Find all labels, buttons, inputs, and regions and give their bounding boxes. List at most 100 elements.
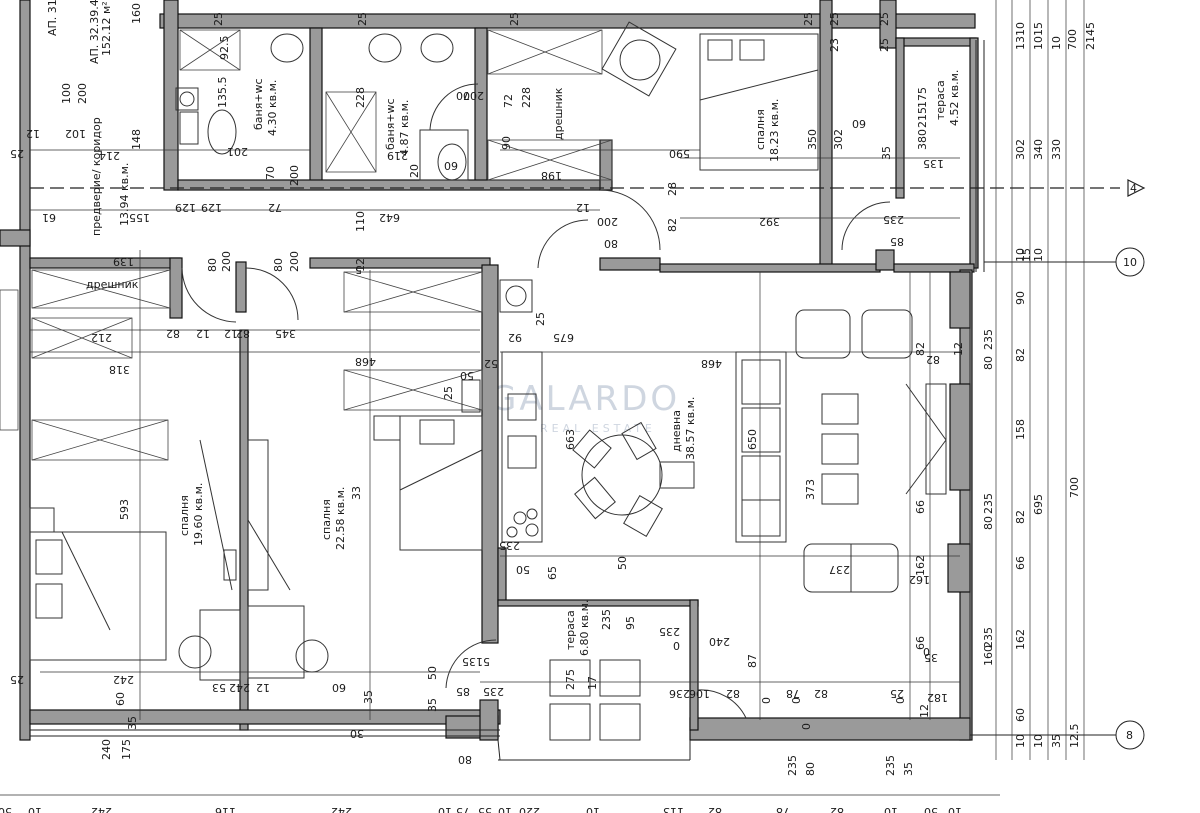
dimension-label: 25: [10, 147, 24, 160]
walls: [0, 0, 979, 741]
dimension-label: 25: [828, 12, 841, 26]
sofa-set: [735, 309, 947, 593]
svg-text:спалня: спалня: [320, 499, 333, 540]
dimension-label: 35: [426, 698, 439, 712]
dimension-label: 35: [362, 690, 375, 704]
svg-text:АП. 32.39.40: АП. 32.39.40: [88, 0, 101, 64]
dimension-label: 129: [175, 201, 196, 214]
svg-text:предверие/ коридор: предверие/ коридор: [90, 117, 103, 236]
room-label-corridor: предверие/ коридор 13.94 кв.м.: [90, 117, 131, 236]
svg-text:13.94 кв.м.: 13.94 кв.м.: [118, 163, 131, 226]
dimension-label: 392: [759, 215, 780, 228]
dimension-label: 50: [516, 563, 530, 576]
dining-table: [572, 421, 695, 538]
dimension-label: 82: [726, 687, 740, 700]
dimension-label: 235: [600, 609, 613, 630]
dimension-label: 148: [130, 129, 143, 150]
dimension-label: 220: [519, 805, 540, 813]
dimension-label: 590: [669, 147, 690, 160]
dimension-label: 12: [256, 681, 270, 694]
room-label-bath-1: баня+wc 4.30 кв.м.: [252, 78, 279, 136]
dimension-label: 80: [982, 356, 995, 370]
dimension-label: 82: [1014, 510, 1027, 524]
dimension-label: 240: [709, 635, 730, 648]
dimension-label: 87: [746, 654, 759, 668]
room-label-living: дневна 38.57 кв.м.: [670, 397, 697, 460]
dimension-label: 380: [916, 129, 929, 150]
dimension-label: 219: [387, 149, 408, 162]
dimension-label: 10: [1032, 248, 1045, 262]
dimension-label: 345: [275, 327, 296, 340]
dimension-label: 175: [916, 87, 929, 108]
svg-text:дрешник: дрешник: [552, 87, 565, 140]
room-label-terrace-large: тераса 6.80 кв.м.: [564, 600, 591, 656]
dimension-label: 60: [1014, 708, 1027, 722]
dimension-label: 82: [236, 327, 250, 340]
apartment-label-b: АП. 32.39.40 152.12 м²: [88, 0, 113, 64]
room-label-bedroom-3: спалня 22.58 кв.м.: [320, 487, 347, 550]
dimension-label: 106: [689, 687, 710, 700]
dimension-label: 25: [890, 687, 904, 700]
svg-text:4.30 кв.м.: 4.30 кв.м.: [266, 80, 279, 136]
dimension-label: 240: [100, 739, 113, 760]
dimension-label: 60: [332, 681, 346, 694]
dimension-label: 200: [597, 215, 618, 228]
dimension-label: 160: [982, 645, 995, 666]
dimension-label: 10: [1014, 248, 1027, 262]
dimension-label: 55: [478, 805, 492, 813]
dimension-label: 80: [982, 516, 995, 530]
svg-text:спалня: спалня: [178, 495, 191, 536]
room-label-closet: дрешник: [552, 87, 565, 140]
dimension-label: 82: [814, 687, 828, 700]
dimension-label: 25: [534, 312, 547, 326]
dimension-label: 242: [229, 681, 250, 694]
dimension-label: 340: [1032, 139, 1045, 160]
dimension-label: 35: [462, 655, 476, 668]
dimension-label: 1310: [1014, 22, 1027, 50]
dimension-label: 236: [669, 687, 690, 700]
dimension-label: 82: [830, 805, 844, 813]
dimension-label: 12: [224, 327, 238, 340]
dimension-label: 80: [804, 762, 817, 776]
dimension-label: 50: [0, 805, 12, 813]
room-label-closet-2: дрешник: [86, 278, 139, 291]
door-swings: [181, 83, 891, 719]
svg-text:10: 10: [1123, 256, 1137, 269]
dimension-label: 82: [666, 218, 679, 232]
dimension-label: 12: [196, 327, 210, 340]
dimension-label: 158: [1014, 419, 1027, 440]
dimension-label: 235: [982, 329, 995, 350]
room-label-terrace-small: тераса 4.52 кв.м.: [934, 70, 961, 126]
svg-text:152.12 м²: 152.12 м²: [100, 1, 113, 56]
grid-axis-10: 10: [984, 247, 1145, 277]
dimension-label: 200: [288, 251, 301, 272]
bedroom-2-furniture: [29, 439, 241, 681]
dimension-label: 700: [1068, 477, 1081, 498]
room-label-bath-2: баня+wc 4.87 кв.м.: [384, 98, 411, 156]
dimension-label: 35: [902, 762, 915, 776]
dimension-label: 650: [746, 429, 759, 450]
dimension-label: 2145: [1084, 22, 1097, 50]
dimensions-bottom: 5010242116242107555102201011382788210501…: [0, 805, 962, 813]
dimension-label: 302: [1014, 139, 1027, 160]
dimension-label: 116: [215, 805, 236, 813]
dimension-label: 235: [884, 755, 897, 776]
dimension-label: 92.5: [218, 36, 231, 61]
dimension-label: 17: [586, 676, 599, 690]
dimension-label: 700: [1066, 29, 1079, 50]
dimension-label: 212: [91, 331, 112, 344]
room-label-bedroom-2: спалня 19.60 кв.м.: [178, 483, 205, 546]
dimension-label: 10: [1014, 734, 1027, 748]
dimension-label: 66: [914, 500, 927, 514]
dimension-label: 10: [1032, 734, 1045, 748]
dimension-label: 695: [1032, 494, 1045, 515]
dimension-label: 82: [708, 805, 722, 813]
dimension-label: 350: [806, 129, 819, 150]
dimension-label: 82: [914, 342, 927, 356]
dimension-label: 50: [924, 805, 938, 813]
dimension-label: 85: [890, 235, 904, 248]
dimension-label: 90: [1014, 291, 1027, 305]
dimension-label: 80: [604, 237, 618, 250]
